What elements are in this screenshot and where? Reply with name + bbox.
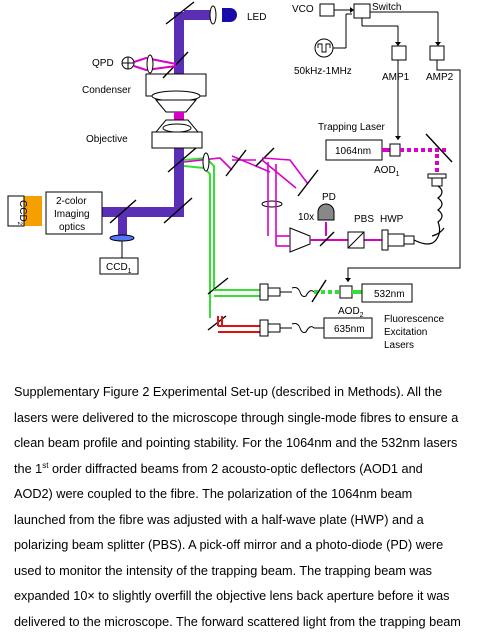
caption-line: delivered to the microscope. The forward… (14, 610, 476, 635)
vco-label: VCO (292, 4, 314, 15)
aod1-label: AOD1 (374, 165, 400, 178)
caption-line: lasers were delivered to the microscope … (14, 406, 476, 432)
fluor-label-3: Lasers (384, 340, 414, 351)
pd-label: PD (322, 192, 336, 203)
laser1064-label: 1064nm (335, 146, 371, 157)
objective-label: Objective (86, 134, 128, 145)
imaging-label-2: Imaging (54, 209, 90, 220)
caption-line: the 1st order diffracted beams from 2 ac… (14, 457, 476, 483)
expander-label: 10x (298, 212, 314, 223)
figure-caption: Supplementary Figure 2 Experimental Set-… (14, 380, 476, 635)
caption-line: clean beam profile and pointing stabilit… (14, 431, 476, 457)
caption-line: launched from the fibre was adjusted wit… (14, 508, 476, 534)
caption-line: polarizing beam splitter (PBS). A pick-o… (14, 533, 476, 559)
caption-line: AOD2) were coupled to the fibre. The pol… (14, 482, 476, 508)
experimental-setup-diagram: LED Condenser Objective QPD (0, 0, 484, 360)
trap-fibre (414, 154, 446, 244)
imaging-label-3: optics (59, 222, 85, 233)
led-label: LED (247, 12, 266, 23)
pbs-label: PBS (354, 214, 374, 225)
fluor-label-1: Fluorescence (384, 314, 444, 325)
caption-line: expanded 10× to slightly overfill the ob… (14, 584, 476, 610)
trap-beam-expander: 10x PD PBS HWP (276, 192, 414, 252)
qpd-label: QPD (92, 58, 114, 69)
hwp-label: HWP (380, 214, 404, 225)
laser635-label: 635nm (334, 324, 365, 335)
caption-line: Supplementary Figure 2 Experimental Set-… (14, 380, 476, 406)
objective: Objective (86, 120, 202, 148)
fluorescence-lasers: 532nm AOD2 635nm Fluorescence Excitation… (208, 278, 444, 351)
switch-label: Switch (372, 2, 401, 13)
laser532-label: 532nm (374, 289, 405, 300)
led-source: LED (210, 6, 266, 24)
amp1-label: AMP1 (382, 72, 410, 83)
condenser: Condenser (82, 74, 206, 112)
trapping-laser: Trapping Laser 1064nm AOD1 (318, 122, 452, 178)
freq-label: 50kHz-1MHz (294, 66, 352, 77)
trapping-laser-label: Trapping Laser (318, 122, 386, 133)
condenser-label: Condenser (82, 85, 132, 96)
caption-line: used to monitor the intensity of the tra… (14, 559, 476, 585)
amp2-label: AMP2 (426, 72, 454, 83)
aod2-label: AOD2 (338, 306, 364, 319)
imaging-label-1: 2-color (56, 196, 87, 207)
fluor-label-2: Excitation (384, 327, 427, 338)
